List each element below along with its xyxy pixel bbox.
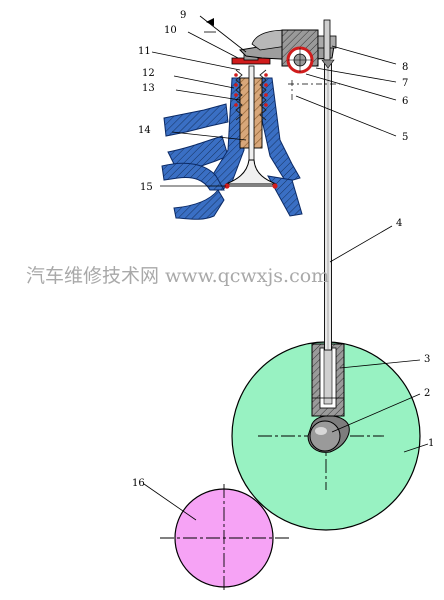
label-8: 8 <box>402 62 408 73</box>
rocker-shaft <box>281 29 319 74</box>
crankshaft-gear <box>160 484 292 592</box>
label-7: 7 <box>402 78 408 89</box>
label-1: 1 <box>428 438 434 449</box>
cylinder-head <box>161 77 303 220</box>
label-9: 9 <box>180 10 186 21</box>
label-14: 14 <box>138 125 151 136</box>
push-rod <box>324 63 332 351</box>
label-12: 12 <box>142 68 155 79</box>
label-10: 10 <box>164 25 177 36</box>
label-3: 3 <box>424 354 430 365</box>
adjusting-screw <box>317 19 337 69</box>
label-11: 11 <box>138 46 151 57</box>
label-5: 5 <box>402 132 408 143</box>
label-2: 2 <box>424 388 430 399</box>
label-6: 6 <box>402 96 408 107</box>
rocker-centerlines <box>288 80 340 102</box>
label-16: 16 <box>132 478 145 489</box>
label-13: 13 <box>142 83 155 94</box>
label-4: 4 <box>396 218 402 229</box>
label-15: 15 <box>140 182 153 193</box>
leader-lines <box>143 15 429 521</box>
tappet <box>311 343 345 417</box>
cam-lobe <box>307 415 350 453</box>
part-labels: 9 10 11 12 13 14 15 8 7 6 5 4 3 2 1 16 <box>132 10 434 489</box>
watermark: 汽车维修技术网 www.qcwxjs.com <box>26 265 329 287</box>
valve-springs <box>234 69 268 121</box>
